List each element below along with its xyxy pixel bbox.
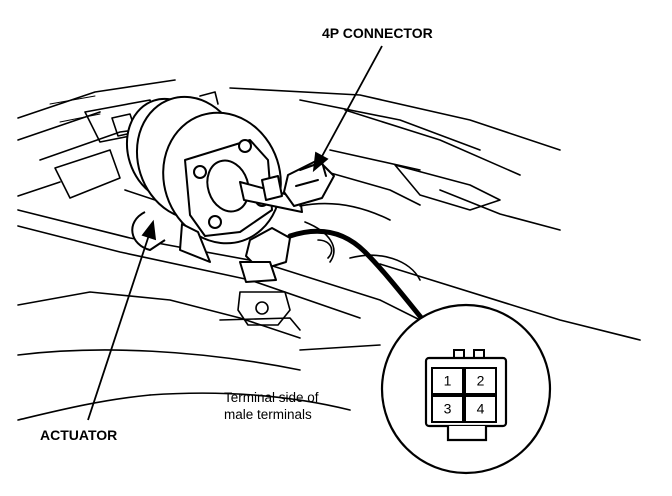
connector-detail: 1 2 3 4 bbox=[380, 303, 552, 475]
actuator-label: ACTUATOR bbox=[40, 427, 117, 443]
pin-4-label: 4 bbox=[477, 401, 485, 417]
terminal-caption-line1: Terminal side of bbox=[224, 390, 319, 405]
pin-3-label: 3 bbox=[444, 401, 452, 417]
pin-2-label: 2 bbox=[477, 373, 485, 389]
pin-1-label: 1 bbox=[444, 373, 452, 389]
actuator-body bbox=[125, 95, 303, 263]
terminal-caption-line2: male terminals bbox=[224, 407, 312, 422]
connector-label: 4P CONNECTOR bbox=[322, 25, 433, 41]
leader-lines bbox=[87, 45, 383, 421]
